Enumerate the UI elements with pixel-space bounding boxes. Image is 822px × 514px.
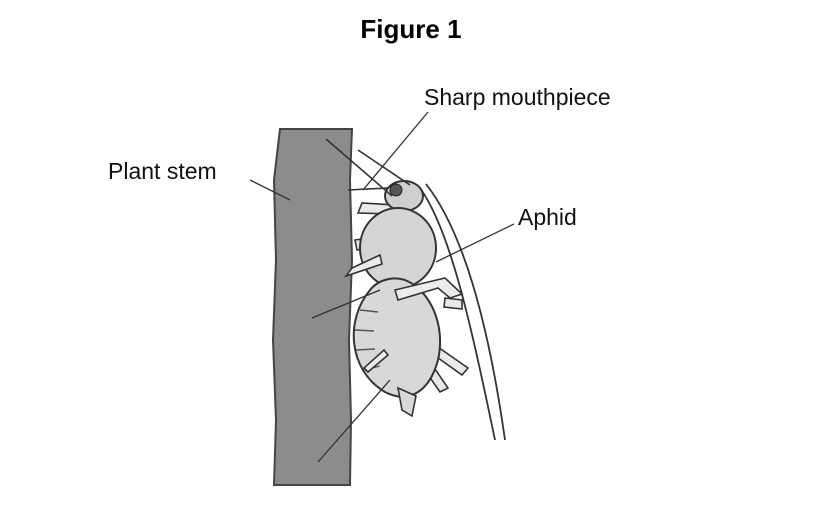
aphid-legs-front: [343, 253, 464, 374]
label-plant-stem: Plant stem: [108, 158, 217, 184]
aphid-antennae: [419, 183, 506, 441]
aphid-head: [384, 180, 424, 212]
leader-lines: [249, 111, 515, 463]
aphid-tail: [396, 386, 417, 418]
plant-stem: [271, 128, 354, 486]
figure-title: Figure 1: [360, 14, 462, 44]
leader-aphid: [435, 223, 515, 263]
sharp-mouthpiece: [325, 138, 411, 197]
label-sharp-mouthpiece: Sharp mouthpiece: [424, 84, 611, 110]
aphid-thorax: [359, 207, 437, 289]
aphid-eye: [389, 183, 403, 197]
aphid-segments: [354, 309, 381, 371]
leader-sharp-mouthpiece: [362, 111, 429, 191]
leader-plant-stem: [249, 179, 291, 201]
label-aphid: Aphid: [518, 204, 577, 230]
